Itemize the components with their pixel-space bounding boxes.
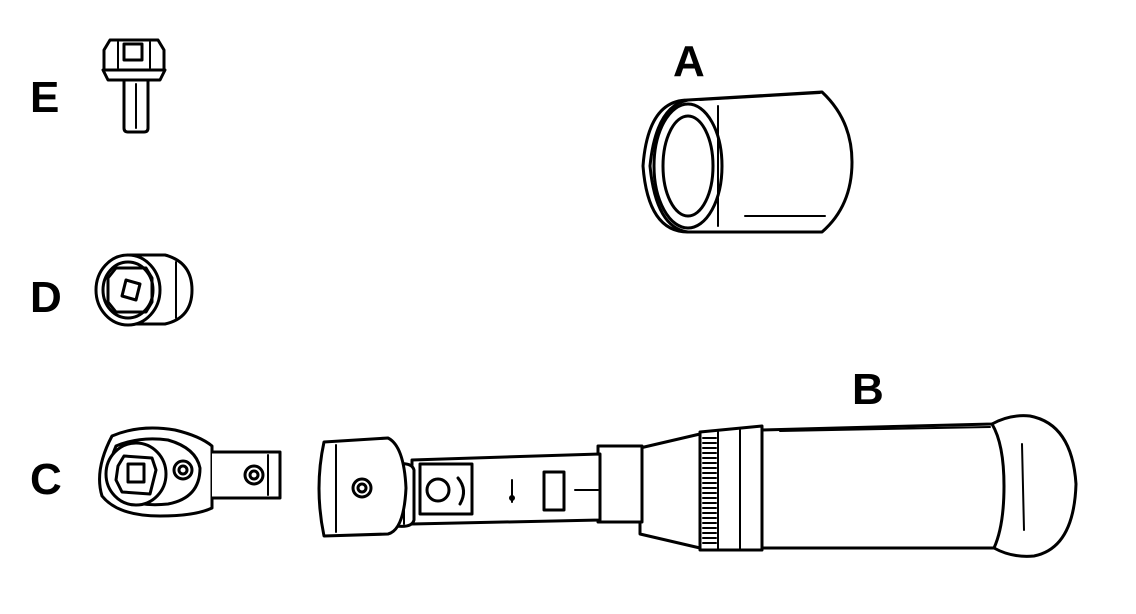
label-b: B [852,365,884,414]
label-d: D [30,273,62,322]
knurl-ring [702,437,717,544]
label-a: A [673,37,705,86]
part-b-torque-wrench [317,414,1078,558]
part-d-socket [94,253,194,327]
label-c: C [30,455,62,504]
part-e-bolt [101,38,167,134]
part-a-tube [641,90,854,234]
part-c-ratchet-head [98,426,282,518]
label-e: E [30,73,59,122]
